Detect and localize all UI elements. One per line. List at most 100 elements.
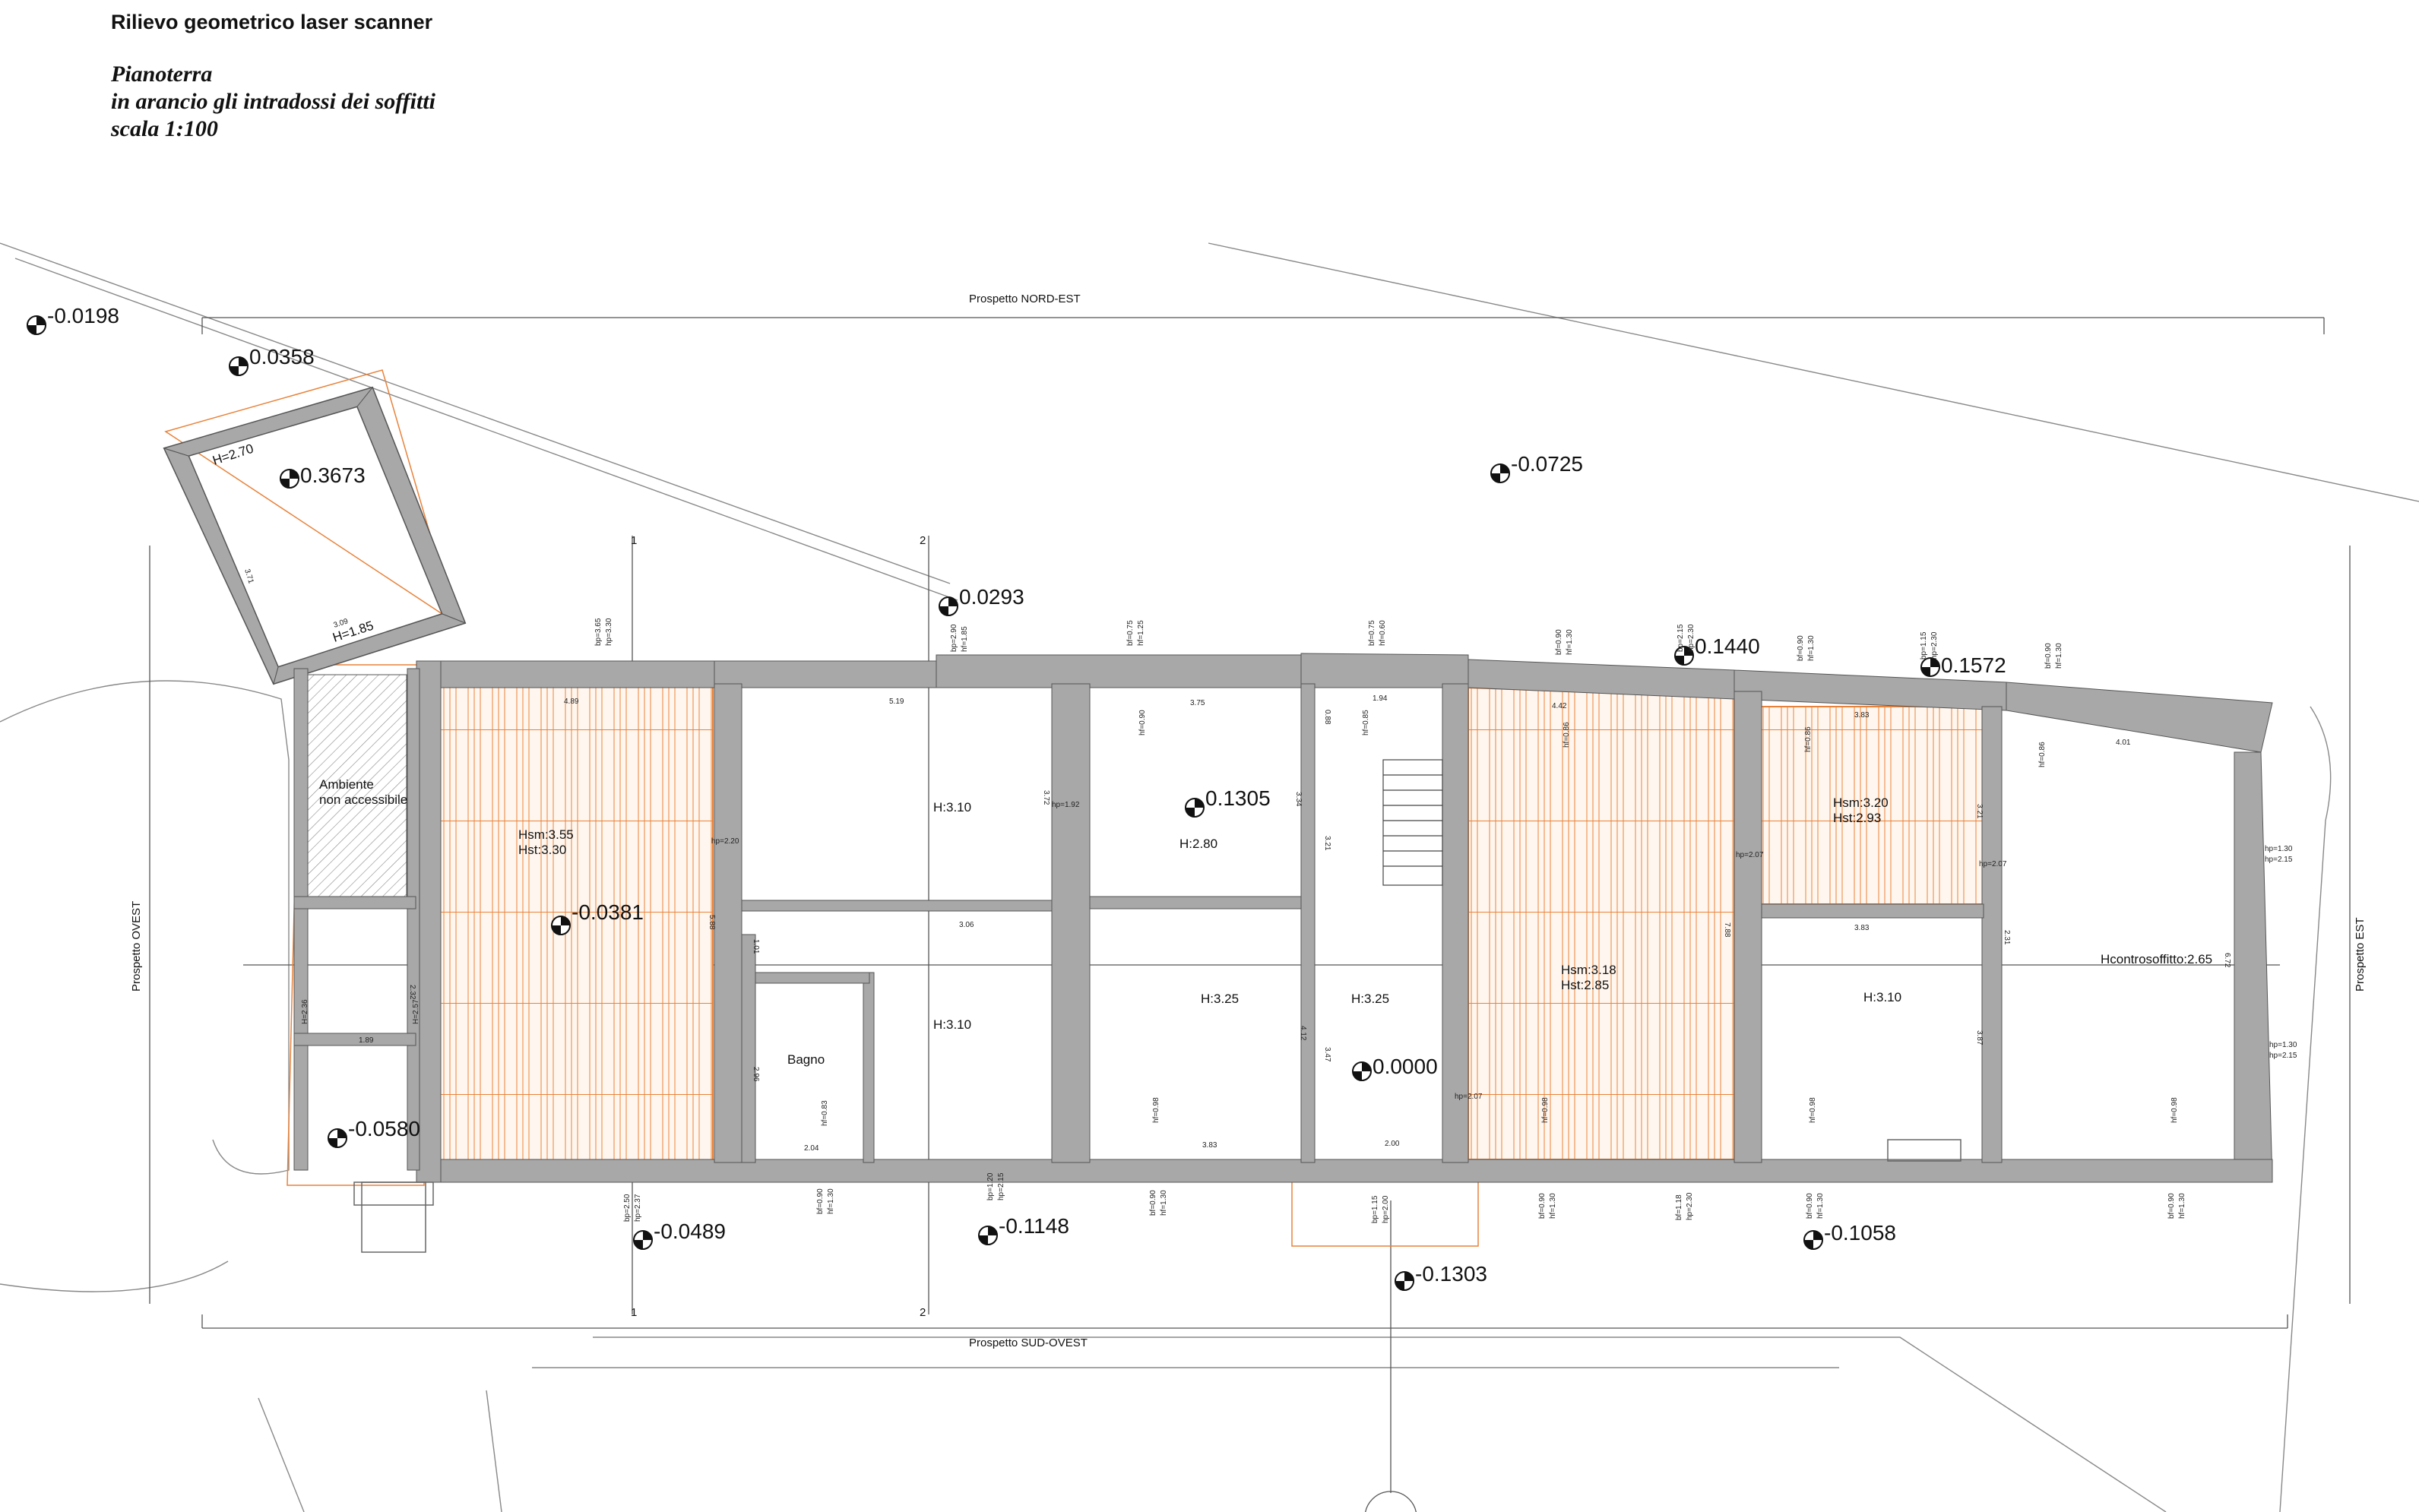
room-label: Hsm:3.18 [1561,963,1616,977]
opening-label: hf=1.30 [2178,1193,2186,1219]
dim-label: 4.12 [1299,1026,1307,1041]
room-label: Bagno [787,1052,825,1067]
opening-label: hf=0.86 [2038,742,2047,767]
room-label: Ambiente [319,777,374,792]
elevation-markers: -0.0198 0.0358 0.3673 -0.0725 0.0293 0.1… [27,304,2006,1291]
opening-label: bp=2.50 [623,1194,632,1222]
opening-label: hp=1.92 [1052,801,1080,809]
room-label: H:3.10 [933,800,971,815]
opening-label: bf=1.18 [1675,1194,1683,1220]
opening-label: hf=0.85 [1362,710,1370,735]
opening-label: hp=2.00 [1382,1195,1390,1223]
elevation-marker-1 [27,315,46,335]
room-label: H=2.36 [301,999,309,1024]
room-label: non accessibile [319,792,407,807]
opening-label: hf=0.98 [1541,1097,1550,1123]
site-context-lines [0,242,2419,1512]
opening-label: hp=2.30 [1686,1192,1694,1220]
inaccessible-area [307,674,407,897]
room-label: Hcontrosoffitto:2.65 [2101,952,2212,966]
prospetto-sud-ovest: Prospetto SUD-OVEST [969,1336,1088,1349]
opening-label: bf=0.90 [1149,1190,1157,1216]
elevation-label: -0.0198 [47,304,119,327]
dim-label: 1.89 [359,1036,374,1045]
elevation-label: 0.1572 [1941,653,2006,677]
dim-label: 3.47 [1323,1047,1331,1062]
opening-label: hf=1.30 [1566,629,1574,655]
elevation-label: 0.0293 [959,585,1024,609]
elevation-label: -0.1148 [999,1214,1069,1238]
dim-label: 3.87 [1975,1030,1984,1045]
opening-label: hp=2.07 [1455,1093,1483,1101]
staircase [1382,759,1443,886]
dim-label: 3.06 [959,921,974,929]
dim-label: 2.31 [2003,930,2011,945]
section-marker-1: 1 [631,534,637,547]
elevation-label: 0.0358 [249,345,315,369]
opening-label: hf=0.98 [1152,1097,1160,1123]
opening-label: bf=0.90 [2044,643,2053,669]
opening-label: hp=2.07 [1979,860,2007,868]
elevation-label: 0.1440 [1695,634,1760,658]
opening-label: hf=1.85 [961,626,969,652]
balcony-outlines [353,1139,1961,1253]
section-marker-1-bottom: 1 [631,1306,637,1319]
opening-label: hf=1.30 [2055,643,2063,669]
section-marker-2-bottom: 2 [920,1306,926,1319]
room-label: Hst:3.30 [518,843,566,857]
dim-label: 2.00 [1385,1140,1400,1148]
walls [163,386,2273,1183]
opening-label: bp=2.15 [1677,624,1685,652]
dim-label: 3.83 [1854,924,1870,932]
opening-label: hf=0.86 [1804,726,1813,752]
room-label: H:3.25 [1201,992,1239,1006]
opening-label: hp=2.15 [997,1172,1005,1200]
elevation-label: 0.1305 [1205,786,1271,810]
dim-label: 3.21 [1975,804,1984,819]
dim-label: 5.88 [708,915,716,930]
elevation-label: -0.0381 [572,900,644,924]
subtitle-line-2: in arancio gli intradossi dei soffitti [111,89,436,114]
dim-label: 1.94 [1373,694,1388,703]
elevation-label: -0.0580 [348,1117,420,1140]
room-label: H=2.57 [412,999,420,1024]
opening-label: bp=1.15 [1920,631,1928,660]
opening-label: bf=0.90 [816,1188,825,1214]
opening-label: bp=2.90 [950,624,958,652]
elevation-label: -0.1303 [1415,1262,1487,1286]
opening-label: bf=0.90 [1555,629,1563,655]
opening-label: hp=2.37 [634,1194,642,1222]
opening-label: hf=1.30 [827,1188,835,1214]
subtitle-line-3: scala 1:100 [111,116,218,141]
opening-label: bf=0.90 [1797,635,1805,661]
dim-label: 4.42 [1552,702,1567,710]
elevation-label: 0.3673 [300,463,366,487]
dim-label: 3.21 [1323,836,1331,851]
section-marker-2: 2 [920,534,926,547]
dim-label: 2.32 [408,985,416,1000]
room-label: Hsm:3.55 [518,827,574,842]
ceiling-intrados-areas [164,369,1989,1247]
elevation-label: -0.1058 [1824,1221,1896,1245]
drawing-title: Rilievo geometrico laser scanner [111,11,433,33]
opening-label: bf=0.75 [1126,620,1135,646]
opening-label: hf=1.25 [1137,620,1145,646]
dim-label: 0.88 [1323,710,1331,725]
opening-label: hf=1.30 [1807,635,1816,661]
room-label: H:3.10 [1863,990,1901,1004]
opening-label: hf=0.98 [1809,1097,1817,1123]
dim-label: 3.71 [242,568,255,585]
opening-label: hp=2.15 [2269,1052,2297,1060]
dim-label: 3.72 [1042,790,1050,805]
opening-label: hf=1.30 [1816,1193,1825,1219]
dim-label: 7.88 [1723,922,1731,938]
dim-label: 4.89 [564,697,579,706]
opening-label: hp=2.15 [2265,856,2293,864]
opening-label: hf=1.30 [1160,1190,1168,1216]
opening-label: hf=0.98 [2170,1097,2179,1123]
dim-label: 5.19 [889,697,904,706]
prospetto-nord-est: Prospetto NORD-EST [969,293,1081,305]
elevation-label: 0.0000 [1373,1055,1438,1078]
dim-label: 3.34 [1294,792,1303,807]
